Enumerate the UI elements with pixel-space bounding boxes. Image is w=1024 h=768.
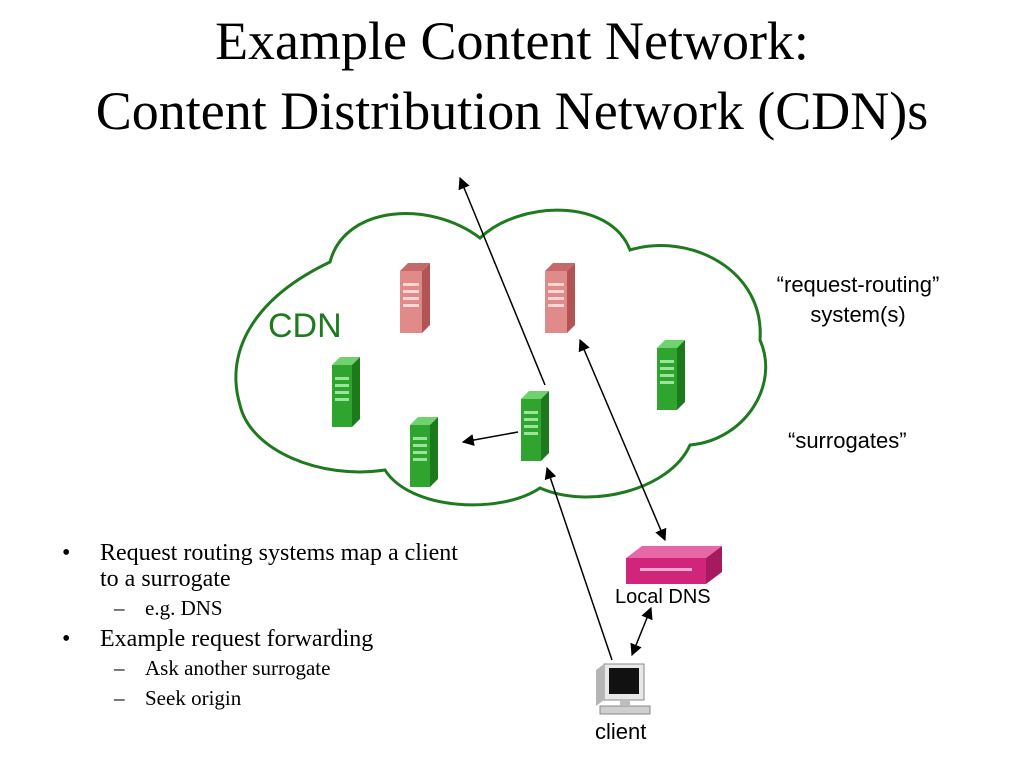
surrogate-server-1-icon bbox=[332, 357, 360, 427]
dash-icon: – bbox=[114, 656, 125, 680]
routing-server-2-icon bbox=[545, 263, 575, 333]
request-routing-label: “request-routing” system(s) bbox=[758, 270, 958, 330]
surrogates-label: “surrogates” bbox=[788, 428, 907, 453]
client-label: client bbox=[595, 719, 647, 744]
arrow-dns-routing bbox=[578, 338, 667, 542]
bullet-text: Example request forwarding bbox=[100, 626, 374, 652]
surrogate-server-3-icon bbox=[521, 391, 549, 461]
surrogate-server-4-icon bbox=[657, 340, 685, 410]
bullet-text: Request routing systems map a client to … bbox=[100, 540, 458, 592]
arrow-surrogate-to-origin bbox=[458, 176, 546, 386]
sub-bullet-item: – Ask another surrogate bbox=[62, 656, 482, 680]
dash-icon: – bbox=[114, 686, 125, 710]
cdn-label: CDN bbox=[268, 307, 342, 345]
bullet-dot-icon: • bbox=[62, 626, 71, 652]
title-line-1: Example Content Network: bbox=[215, 11, 809, 71]
request-routing-label-line2: system(s) bbox=[810, 302, 906, 327]
dash-icon: – bbox=[114, 596, 125, 620]
arrow-client-to-surrogate bbox=[544, 466, 613, 661]
bullet-list: • Request routing systems map a client t… bbox=[62, 540, 482, 716]
sub-bullet-item: – e.g. DNS bbox=[62, 596, 482, 620]
title-line-2: Content Distribution Network (CDN)s bbox=[95, 81, 929, 141]
client-computer-icon bbox=[596, 663, 651, 715]
sub-bullet-text: e.g. DNS bbox=[145, 596, 223, 620]
local-dns-device-icon bbox=[626, 546, 722, 584]
local-dns-label: Local DNS bbox=[615, 586, 711, 608]
sub-bullet-text: Seek origin bbox=[145, 686, 242, 710]
arrow-client-dns bbox=[630, 606, 653, 657]
arrow-surrogate-to-surrogate bbox=[461, 431, 519, 446]
sub-bullet-item: – Seek origin bbox=[62, 686, 482, 710]
cdn-cloud-outline bbox=[234, 208, 768, 507]
bullet-item: • Example request forwarding bbox=[62, 626, 482, 652]
routing-server-1-icon bbox=[400, 263, 430, 333]
bullet-dot-icon: • bbox=[62, 540, 71, 566]
bullet-item: • Request routing systems map a client t… bbox=[62, 540, 482, 592]
surrogate-server-2-icon bbox=[410, 417, 438, 487]
request-routing-label-line1: “request-routing” bbox=[776, 272, 940, 297]
sub-bullet-text: Ask another surrogate bbox=[145, 656, 331, 680]
